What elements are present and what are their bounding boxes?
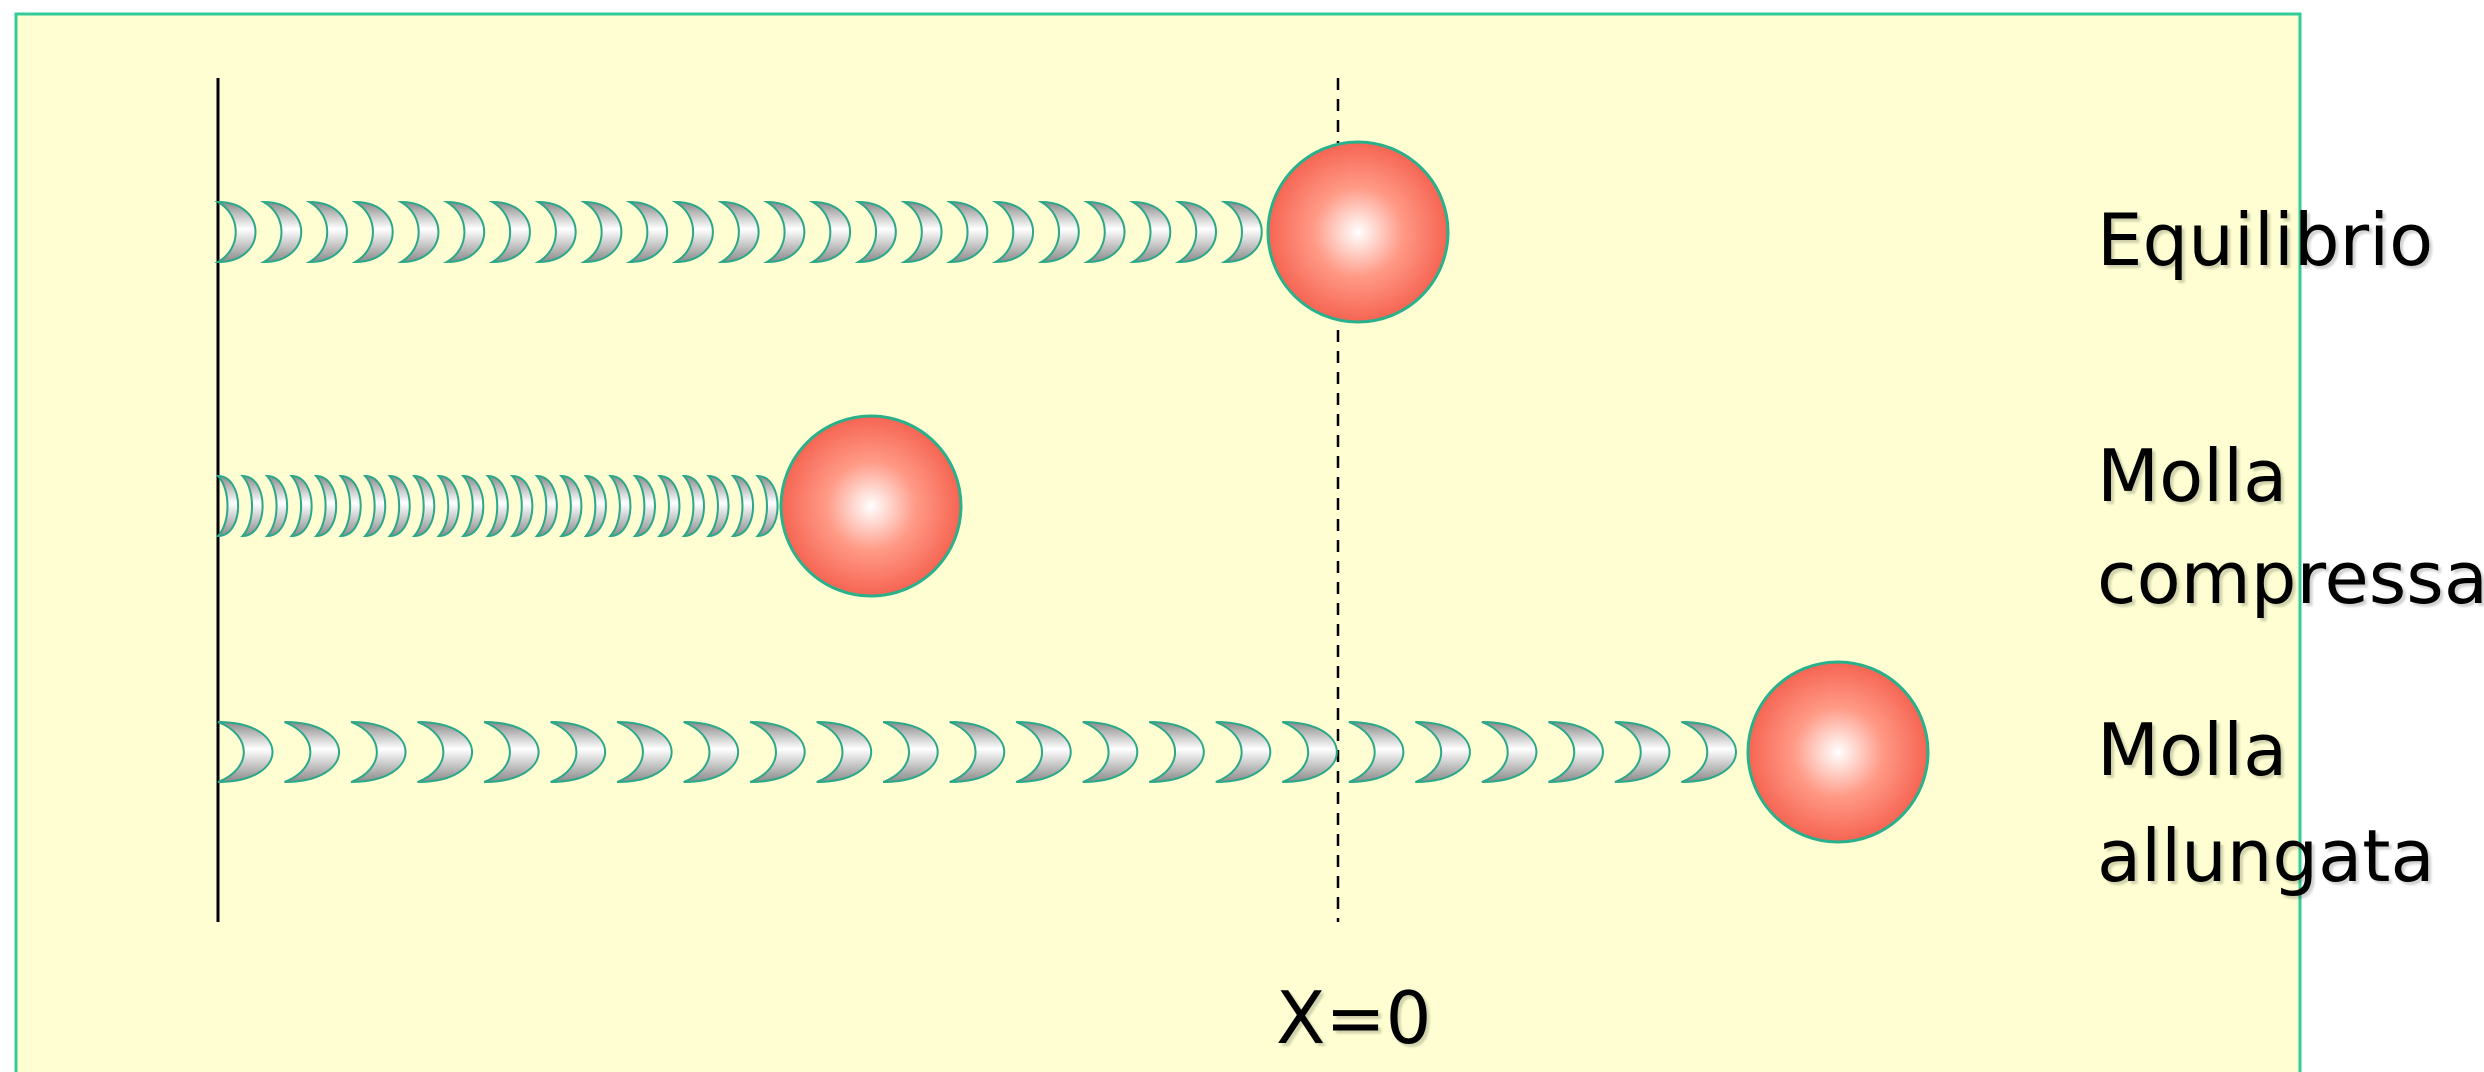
spring-coil [1174, 200, 1217, 264]
spring-coil [1037, 200, 1080, 264]
spring-coil [264, 474, 288, 538]
spring-coil [808, 200, 851, 264]
background-panel [14, 12, 2302, 1072]
spring-coil [763, 200, 806, 264]
spring-coil [442, 200, 485, 264]
spring-coil [351, 200, 394, 264]
spring-coil [397, 200, 440, 264]
spring-coil [362, 474, 387, 538]
spring-equilibrium [214, 200, 1263, 264]
spring-coil [1215, 721, 1272, 783]
spring-coil [214, 200, 257, 264]
spring-coil [580, 200, 623, 264]
spring-coil [436, 474, 460, 538]
spring-coil [583, 474, 607, 538]
spring-coil [730, 474, 754, 538]
spring-coil [1348, 721, 1405, 783]
spring-coil [1015, 721, 1072, 783]
spring-coil [1281, 721, 1338, 783]
spring-coil [616, 721, 673, 783]
spring-coil [991, 200, 1034, 264]
spring-coil [534, 200, 577, 264]
spring-coil [632, 474, 656, 538]
spring-coil [671, 200, 714, 264]
spring-coil [534, 474, 558, 538]
spring-coil [1681, 721, 1737, 783]
spring-coil [305, 200, 348, 264]
spring-coil [558, 474, 583, 538]
spring-coil [1129, 200, 1172, 264]
spring-coil [217, 721, 274, 783]
spring-coil [900, 200, 943, 264]
spring-coil [854, 200, 897, 264]
spring-coil [946, 200, 989, 264]
spring-coil [313, 474, 338, 538]
spring-coil [755, 474, 779, 538]
spring-coil [1083, 200, 1126, 264]
spring-coil [460, 474, 485, 538]
spring-coil [338, 474, 362, 538]
spring-coil [882, 721, 939, 783]
spring-coil [483, 721, 540, 783]
mass-ball-stretched [1746, 660, 1930, 844]
spring-coil [259, 200, 302, 264]
spring-coil [350, 721, 407, 783]
spring-coil [1148, 721, 1205, 783]
label-compressed-line1: Molla [2097, 434, 2288, 518]
spring-coil [289, 474, 313, 538]
spring-coil [215, 474, 239, 538]
label-equilibrium: Equilibrio [2097, 198, 2434, 282]
mass-ball-compressed [779, 414, 963, 598]
label-stretched-line1: Molla [2097, 708, 2288, 792]
spring-coil [488, 200, 531, 264]
spring-coil [417, 721, 473, 783]
spring-coil [706, 474, 730, 538]
spring-coil [657, 474, 681, 538]
spring-coil [550, 721, 606, 783]
spring-coil [240, 474, 264, 538]
spring-stretched [217, 721, 1737, 783]
spring-coil [949, 721, 1006, 783]
label-compressed-line2: compressa [2097, 536, 2484, 620]
spring-coil [284, 721, 340, 783]
spring-coil [625, 200, 668, 264]
spring-coil [1082, 721, 1139, 783]
spring-coil [1614, 721, 1671, 783]
spring-coil [816, 721, 872, 783]
spring-coil [608, 474, 632, 538]
spring-coil [1220, 200, 1263, 264]
spring-coil [681, 474, 705, 538]
mass-ball-equilibrium [1266, 140, 1450, 324]
spring-coil [509, 474, 534, 538]
spring-coil [1481, 721, 1538, 783]
label-stretched-line2: allungata [2097, 814, 2435, 898]
spring-coil [749, 721, 806, 783]
spring-coil [1415, 721, 1471, 783]
spring-compressed [215, 474, 779, 538]
spring-coil [683, 721, 739, 783]
label-origin: X=0 [1276, 976, 1432, 1060]
spring-coil [387, 474, 411, 538]
spring-coil [411, 474, 436, 538]
spring-coil [1548, 721, 1604, 783]
spring-coil [485, 474, 509, 538]
spring-coil [717, 200, 760, 264]
